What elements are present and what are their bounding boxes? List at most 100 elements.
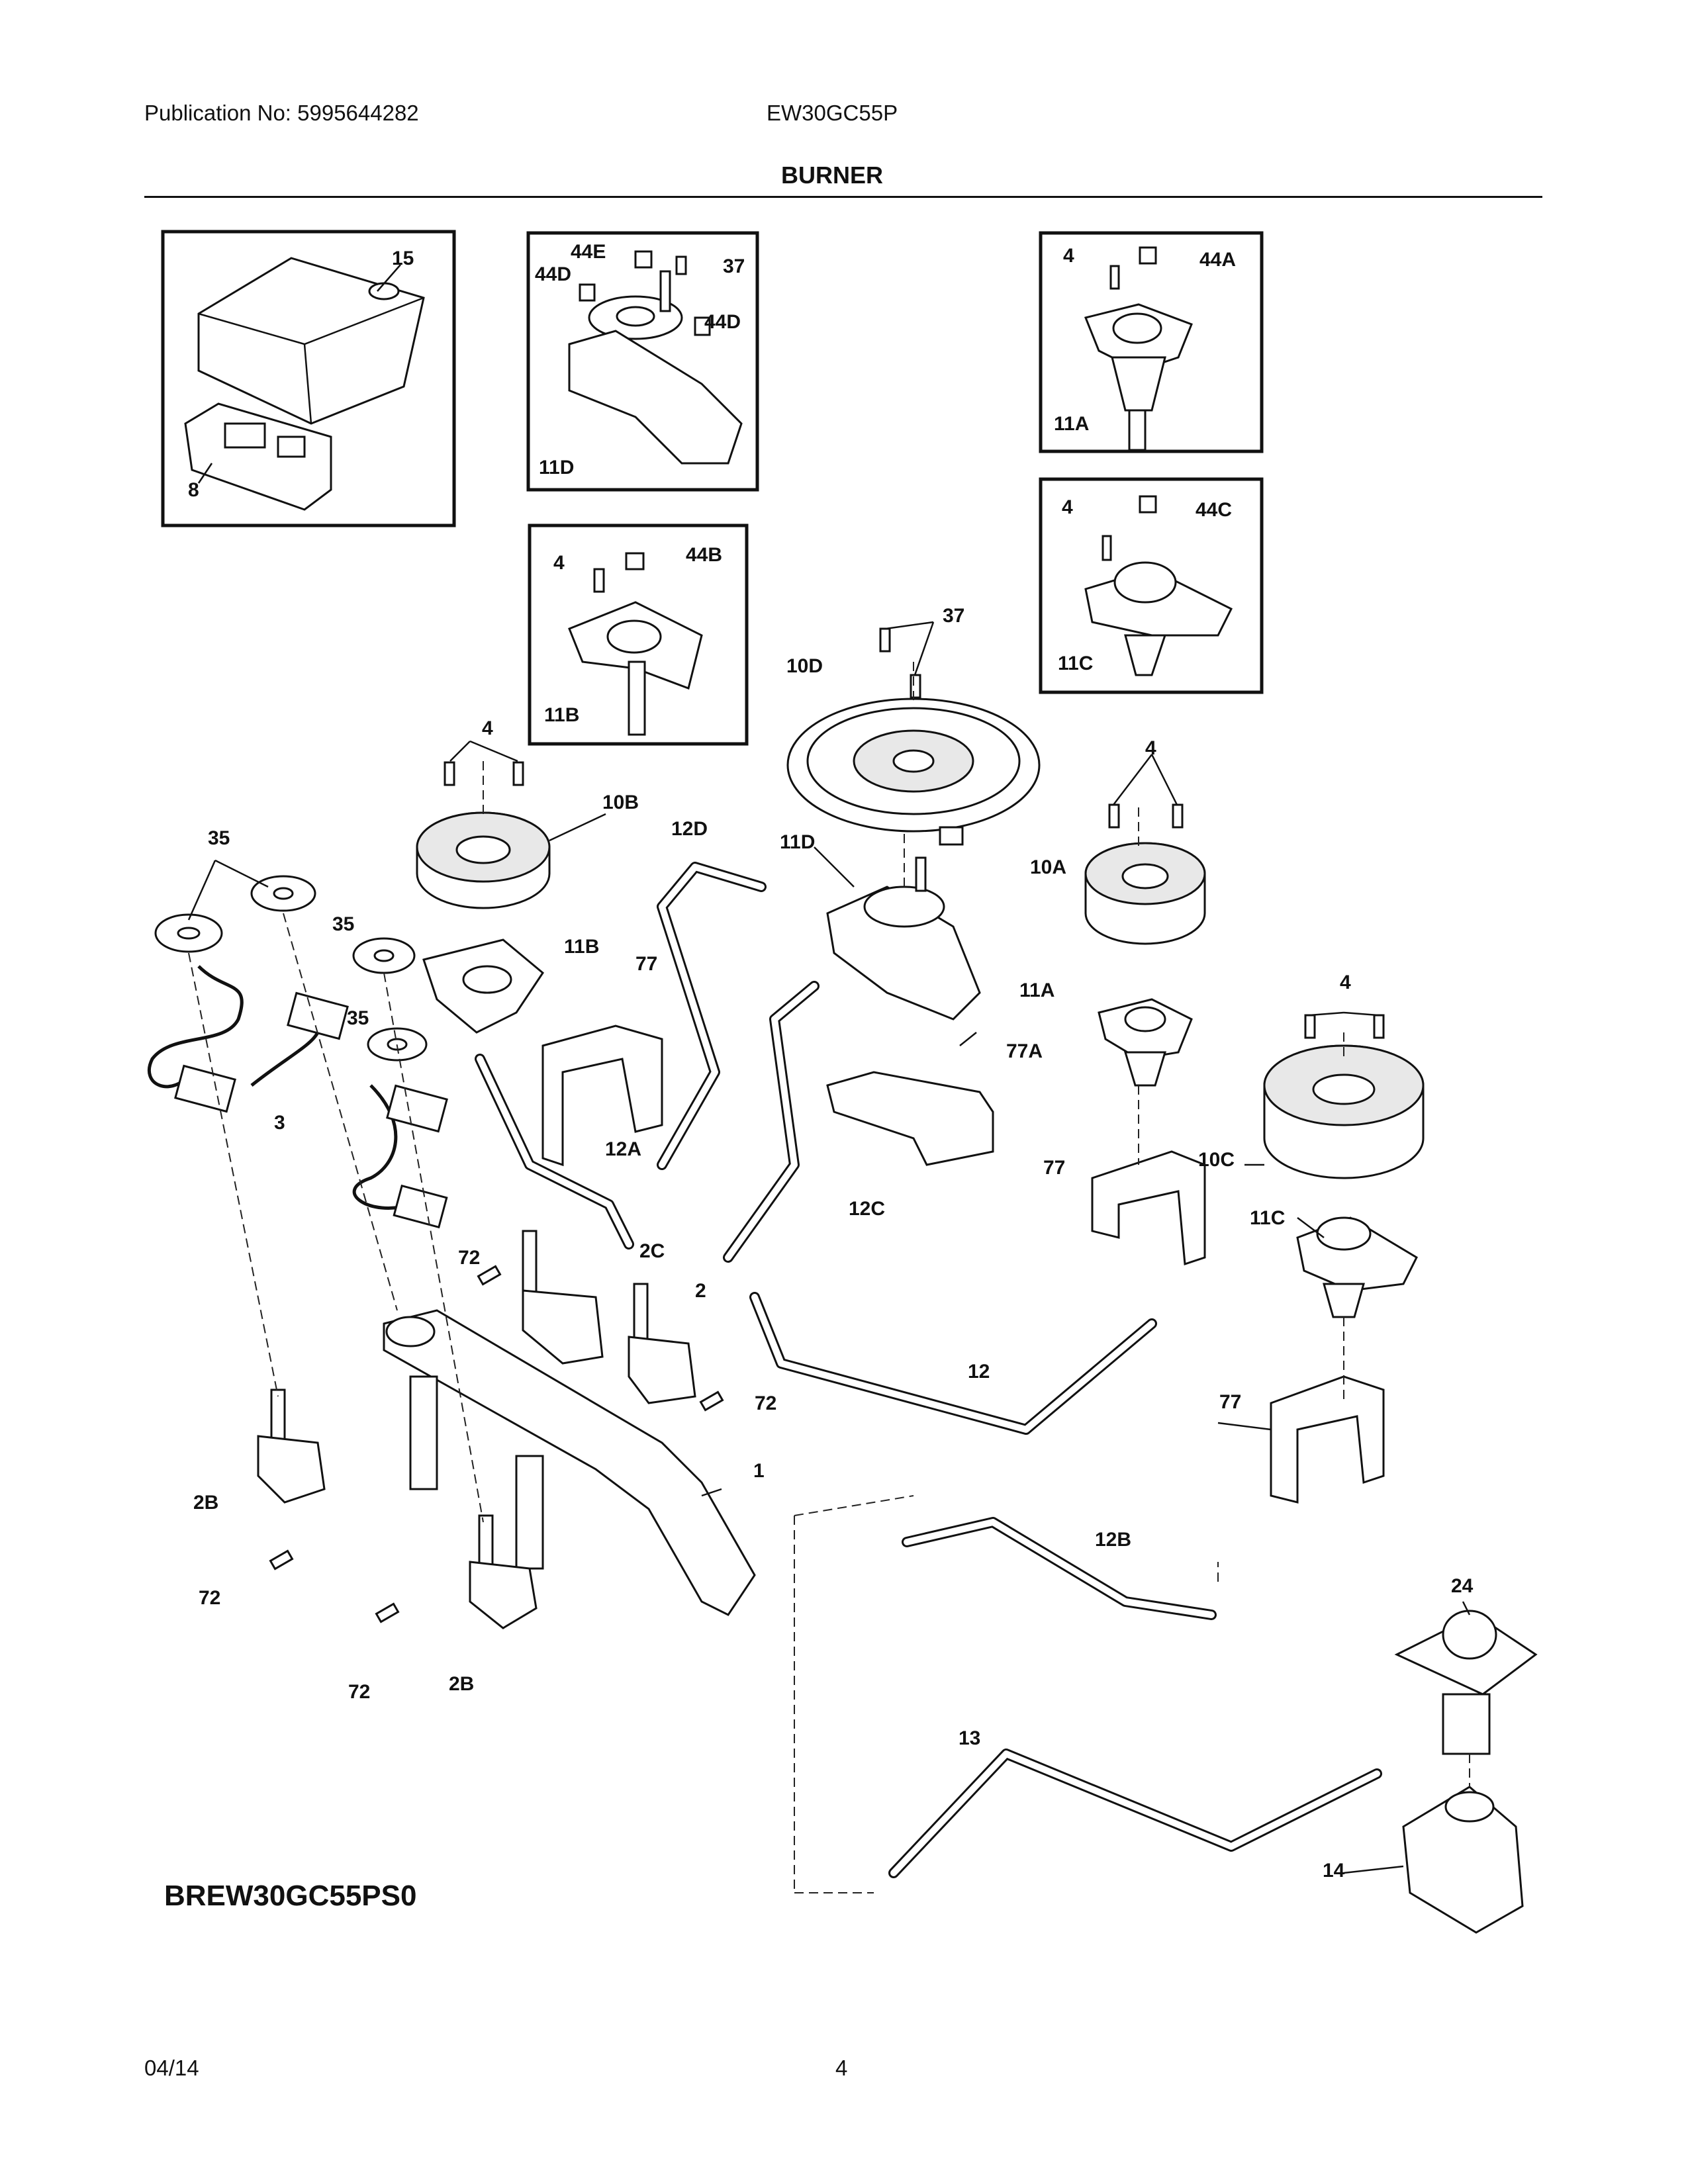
callout-13: 13 — [959, 1727, 980, 1749]
inset-box-11a — [1039, 231, 1264, 453]
union-24 — [1394, 1610, 1538, 1755]
callout-11c: 11C — [1250, 1207, 1285, 1229]
valve-2b-left — [257, 1388, 326, 1504]
screw-37-a — [879, 627, 891, 653]
callout-10b: 10B — [602, 792, 639, 813]
callout-44c: 44C — [1196, 499, 1232, 521]
bracket-77-lower — [1270, 1375, 1385, 1504]
callout-15: 15 — [392, 248, 414, 269]
tube-12c — [723, 981, 820, 1263]
callout-14: 14 — [1323, 1860, 1345, 1882]
header-rule — [144, 196, 1542, 198]
footer-page-number: 4 — [835, 2056, 848, 2080]
callout-11b: 11B — [564, 936, 599, 958]
callout-37-inset: 37 — [723, 255, 745, 277]
callout-24: 24 — [1451, 1575, 1474, 1597]
burner-cap-35-left — [154, 913, 223, 953]
callout-11d: 11D — [780, 831, 815, 853]
callout-4-10c: 4 — [1340, 972, 1351, 993]
model-code: BREW30GC55PS0 — [164, 1880, 417, 1912]
section-title: BURNER — [781, 161, 884, 189]
screw-72-d — [375, 1602, 400, 1623]
publication-number: Publication No: 5995644282 — [144, 101, 419, 125]
leader-lines — [187, 264, 1471, 1874]
callout-44b: 44B — [686, 544, 722, 566]
screw-4-10c-a — [1304, 1014, 1316, 1039]
burner-head-10d — [786, 698, 1041, 846]
callout-77-c: 77 — [1219, 1391, 1241, 1413]
screw-4-10b-a — [444, 761, 455, 786]
burner-head-10c — [1263, 1044, 1425, 1179]
callout-35-b: 35 — [332, 913, 354, 935]
callout-2: 2 — [695, 1280, 706, 1302]
callout-44d-b: 44D — [704, 311, 741, 333]
burner-base-11c — [1296, 1216, 1418, 1318]
screw-4-10b-b — [512, 761, 524, 786]
callout-72-d: 72 — [348, 1681, 370, 1703]
electrode-harness-3 — [147, 965, 448, 1229]
callout-11d-inset: 11D — [539, 457, 574, 478]
callout-12c: 12C — [849, 1198, 885, 1220]
callout-77a: 77A — [1006, 1040, 1043, 1062]
callout-11c-inset: 11C — [1058, 653, 1093, 674]
callout-2b-a: 2B — [193, 1492, 218, 1514]
callout-4-11a-inset: 4 — [1063, 245, 1074, 267]
callout-11b-inset: 11B — [544, 704, 579, 726]
callout-4-10a: 4 — [1145, 737, 1156, 759]
burner-base-11a — [1098, 998, 1193, 1087]
spark-module — [184, 402, 332, 511]
callout-12d: 12D — [671, 818, 708, 840]
callout-11a: 11A — [1019, 979, 1055, 1001]
callout-4-11c-inset: 4 — [1062, 496, 1073, 518]
valve-2 — [628, 1283, 696, 1404]
callout-4-11b-inset: 4 — [553, 552, 565, 574]
callout-1: 1 — [753, 1460, 765, 1482]
inset-box-11b — [528, 523, 749, 746]
screw-72-c — [269, 1549, 294, 1570]
inset-box-spark-module — [161, 230, 456, 527]
callout-2c: 2C — [639, 1240, 665, 1262]
callout-72-c: 72 — [199, 1587, 220, 1609]
callout-35-a: 35 — [208, 827, 230, 849]
callout-12b: 12B — [1095, 1529, 1131, 1551]
callout-37: 37 — [943, 605, 964, 627]
spark-module-cover — [197, 257, 425, 425]
screw-37-b — [910, 674, 921, 699]
burner-base-11b — [422, 938, 544, 1034]
burner-base-11d — [826, 856, 981, 1021]
burner-head-10b — [416, 811, 551, 909]
callout-3: 3 — [274, 1112, 285, 1134]
callout-44a: 44A — [1199, 249, 1236, 271]
footer-date: 04/14 — [144, 2056, 199, 2080]
regulator-14 — [1402, 1786, 1524, 1934]
screw-4-10a-a — [1108, 803, 1120, 829]
tube-12 — [749, 1292, 1157, 1435]
callout-35-c: 35 — [347, 1007, 369, 1029]
manifold-1 — [383, 1309, 756, 1616]
tube-13 — [888, 1749, 1382, 1878]
valve-2c — [522, 1230, 604, 1365]
callout-77-a: 77 — [635, 953, 657, 975]
callout-12a: 12A — [605, 1138, 641, 1160]
callout-8: 8 — [188, 479, 199, 501]
callout-2b-b: 2B — [449, 1673, 474, 1695]
burner-cap-35-mid — [352, 937, 416, 974]
callout-11a-inset: 11A — [1054, 413, 1089, 435]
callout-44d-a: 44D — [535, 263, 571, 285]
callout-72-a: 72 — [458, 1247, 480, 1269]
inset-valve-11c — [1084, 495, 1233, 676]
model-number: EW30GC55P — [767, 101, 898, 125]
assembly-lines — [188, 662, 1470, 1893]
inset-box-11c — [1039, 477, 1264, 694]
callout-4-10b: 4 — [482, 717, 493, 739]
inset-valve-11b — [568, 552, 703, 736]
callout-10d: 10D — [786, 655, 823, 677]
valve-2b-lower — [469, 1514, 538, 1629]
bracket-77-right — [1091, 1150, 1206, 1266]
inset-valve-11d — [568, 250, 743, 465]
tube-12d — [657, 862, 767, 1170]
screw-72-a — [477, 1265, 502, 1286]
screw-4-10c-b — [1373, 1014, 1385, 1039]
burner-cap-35-lower — [367, 1027, 428, 1062]
